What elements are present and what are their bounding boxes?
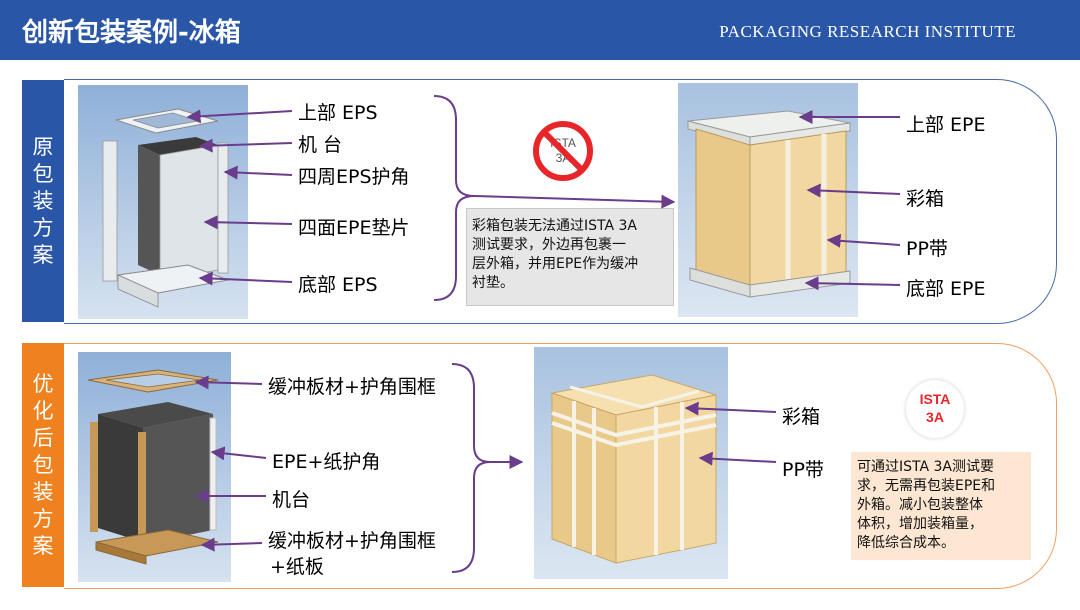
- arrow-cushion-frame-board: [200, 537, 263, 552]
- arrow-color-box-opt: [684, 401, 777, 416]
- arrow-pp-strap-opt: [698, 451, 777, 466]
- optimized-note-box: [851, 452, 1031, 560]
- arrow-eps-corners: [223, 165, 293, 180]
- label-machine: 机 台: [298, 134, 343, 156]
- original-note-line-3: 层外箱，并用EPE作为缓冲: [472, 256, 639, 272]
- header-bar: 创新包装案例-冰箱 PACKAGING RESEARCH INSTITUTE: [0, 0, 1080, 60]
- arrow-machine: [198, 138, 293, 153]
- arrow-bottom-eps: [198, 271, 293, 286]
- label-top-epe: 上部 EPE: [906, 114, 986, 136]
- label-epe-paper-corner: EPE+纸护角: [272, 451, 381, 473]
- original-panel: [64, 79, 1057, 324]
- optimized-boxed-photo: [534, 347, 728, 579]
- optimized-note-line-4: 体积，增加装箱量，: [857, 516, 983, 532]
- original-note-line-1: 彩箱包装无法通过ISTA 3A: [472, 218, 637, 234]
- brace-original: [433, 95, 475, 301]
- optimized-note-line-3: 外箱。减小包装整体: [857, 497, 983, 513]
- label-color-box: 彩箱: [906, 188, 945, 210]
- optimized-note-line-2: 求，无需再包装EPE和: [857, 478, 996, 494]
- label-cushion-frame: 缓冲板材+护角围框: [268, 376, 436, 398]
- original-boxed-photo: [678, 83, 858, 317]
- label-machine-opt: 机台: [272, 489, 311, 511]
- original-note-box: [466, 208, 674, 306]
- label-bottom-eps: 底部 EPS: [298, 274, 378, 296]
- brace-optimized: [451, 363, 491, 573]
- ista-fail-badge: ISTA 3A: [528, 120, 598, 182]
- original-side-label: 原 包 装 方 案: [22, 80, 64, 322]
- optimized-side-label: 优 化 后 包 装 方 案: [22, 343, 64, 587]
- organization-name: PACKAGING RESEARCH INSTITUTE: [719, 22, 1016, 41]
- ista-pass-badge: ISTA 3A: [906, 380, 964, 438]
- optimized-machine-photo: [78, 352, 231, 582]
- label-epe-pads: 四面EPE垫片: [298, 217, 410, 239]
- arrow-epe-pads: [203, 215, 293, 230]
- label-color-box-opt: 彩箱: [782, 406, 821, 428]
- arrow-pp-strap: [826, 233, 901, 248]
- label-cardboard: +纸板: [270, 556, 324, 578]
- optimized-note-line-1: 可通过ISTA 3A测试要: [857, 459, 994, 475]
- optimized-note-line-5: 降低综合成本。: [857, 535, 955, 551]
- arrow-top-eps: [186, 109, 293, 124]
- label-cushion-frame-board: 缓冲板材+护角围框: [268, 530, 436, 552]
- label-bottom-epe: 底部 EPE: [906, 278, 986, 300]
- arrow-color-box: [806, 183, 901, 198]
- label-pp-strap: PP带: [906, 238, 948, 260]
- original-note-line-4: 衬垫。: [472, 275, 514, 291]
- original-note-line-2: 测试要求，外边再包裹一: [472, 237, 626, 253]
- arrow-bottom-epe: [804, 276, 901, 291]
- label-pp-strap-opt: PP带: [782, 459, 824, 481]
- page-title: 创新包装案例-冰箱: [22, 18, 241, 48]
- label-eps-corners: 四周EPS护角: [298, 166, 410, 188]
- label-top-eps: 上部 EPS: [298, 102, 378, 124]
- arrow-to-boxed: [473, 194, 676, 209]
- optimized-panel: [64, 343, 1057, 589]
- arrow-cushion-frame: [194, 375, 263, 390]
- arrow-epe-paper-corner: [210, 446, 267, 461]
